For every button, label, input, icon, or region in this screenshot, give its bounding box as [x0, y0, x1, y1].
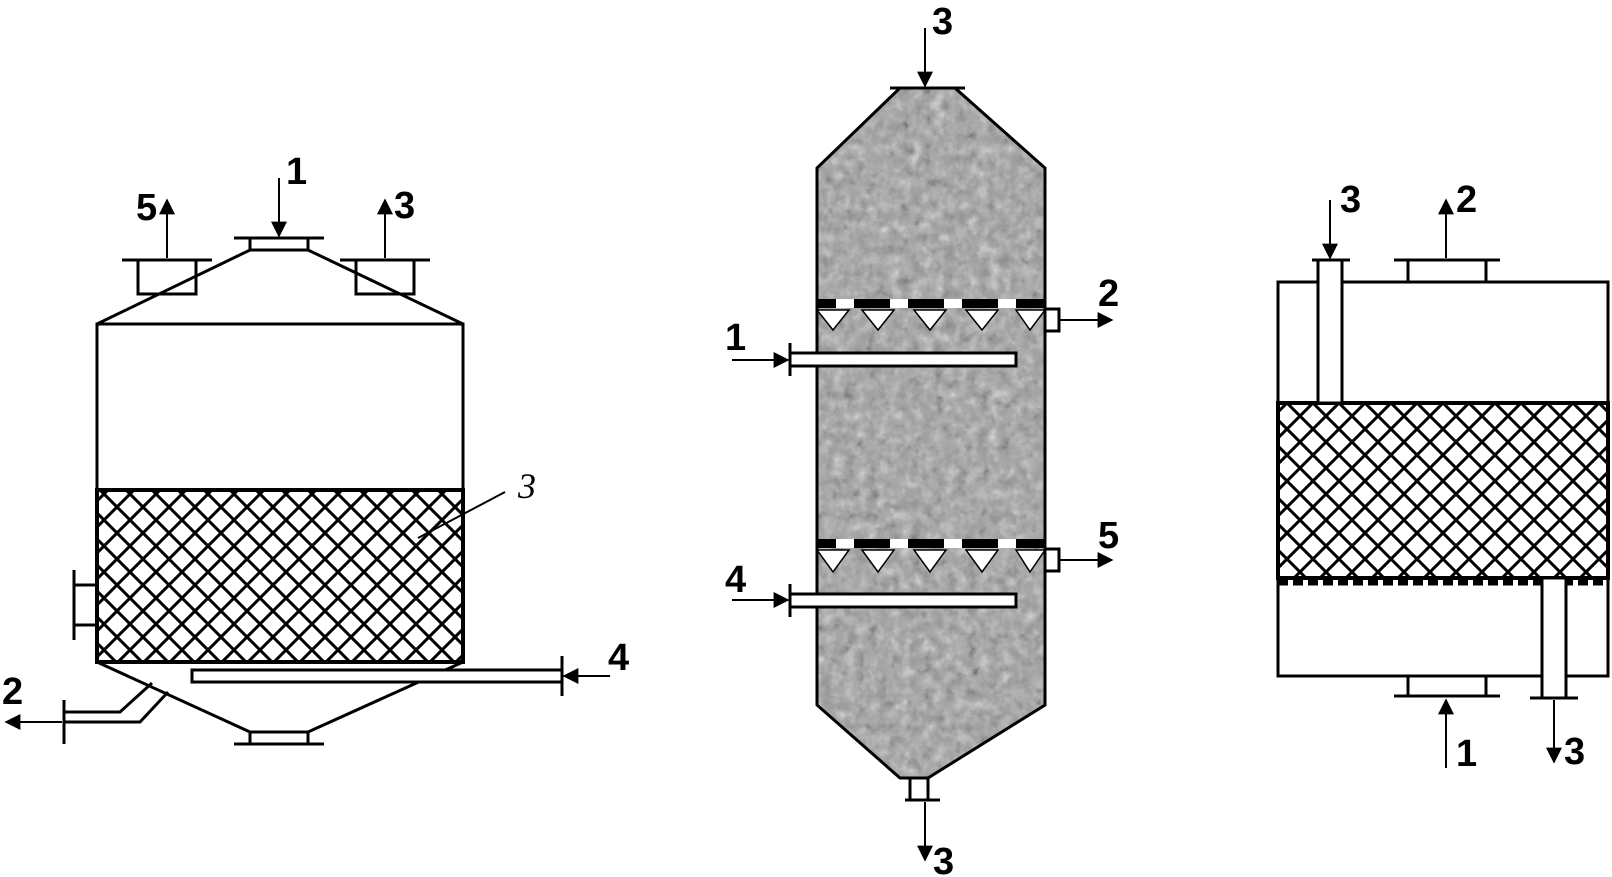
- left-side-nozzle: [72, 583, 99, 627]
- left-pipe-4: [190, 668, 564, 684]
- middle-label-bottom-3: 3: [933, 841, 954, 877]
- left-label-packing: 3: [517, 466, 536, 506]
- right-label-2: 2: [1456, 179, 1477, 221]
- right-packing-bed: [1276, 401, 1610, 580]
- middle-inlet-pipe-4: [788, 592, 1018, 609]
- right-inlet-pipe-3: [1316, 258, 1344, 405]
- middle-label-5: 5: [1098, 515, 1119, 557]
- right-bottom-nozzle: [1406, 674, 1488, 698]
- left-label-5: 5: [136, 187, 157, 229]
- left-packing-callout-line: [417, 491, 506, 539]
- right-top-nozzle: [1406, 258, 1488, 284]
- left-apparatus: 1 5 3 3 2 4: [2, 151, 629, 746]
- right-label-3-in: 3: [1340, 179, 1361, 221]
- middle-inlet-pipe-1: [788, 351, 1018, 368]
- right-label-1: 1: [1456, 733, 1477, 775]
- middle-upper-grid: [815, 299, 1047, 332]
- middle-outlet-2-nozzle: [1043, 307, 1061, 333]
- middle-label-2: 2: [1098, 273, 1119, 315]
- middle-label-4: 4: [725, 559, 746, 601]
- left-top-nozzle: [248, 236, 310, 252]
- left-packing-bed: [95, 488, 465, 664]
- left-top-cone: [96, 248, 464, 326]
- right-outlet-pipe-3: [1540, 576, 1568, 700]
- middle-apparatus: 3 1 2 4 5 3: [725, 1, 1119, 877]
- middle-label-1: 1: [725, 317, 746, 359]
- left-label-3: 3: [394, 185, 415, 227]
- middle-lower-grid: [815, 539, 1047, 574]
- left-pipe-2: [64, 681, 170, 724]
- middle-outlet-5-nozzle: [1043, 547, 1061, 573]
- left-label-1: 1: [286, 151, 307, 193]
- left-label-4: 4: [608, 637, 629, 679]
- right-label-3-out: 3: [1564, 731, 1585, 773]
- middle-label-top-3: 3: [932, 1, 953, 43]
- right-apparatus: 3 2 1 3: [1276, 179, 1610, 775]
- left-label-2: 2: [2, 671, 23, 713]
